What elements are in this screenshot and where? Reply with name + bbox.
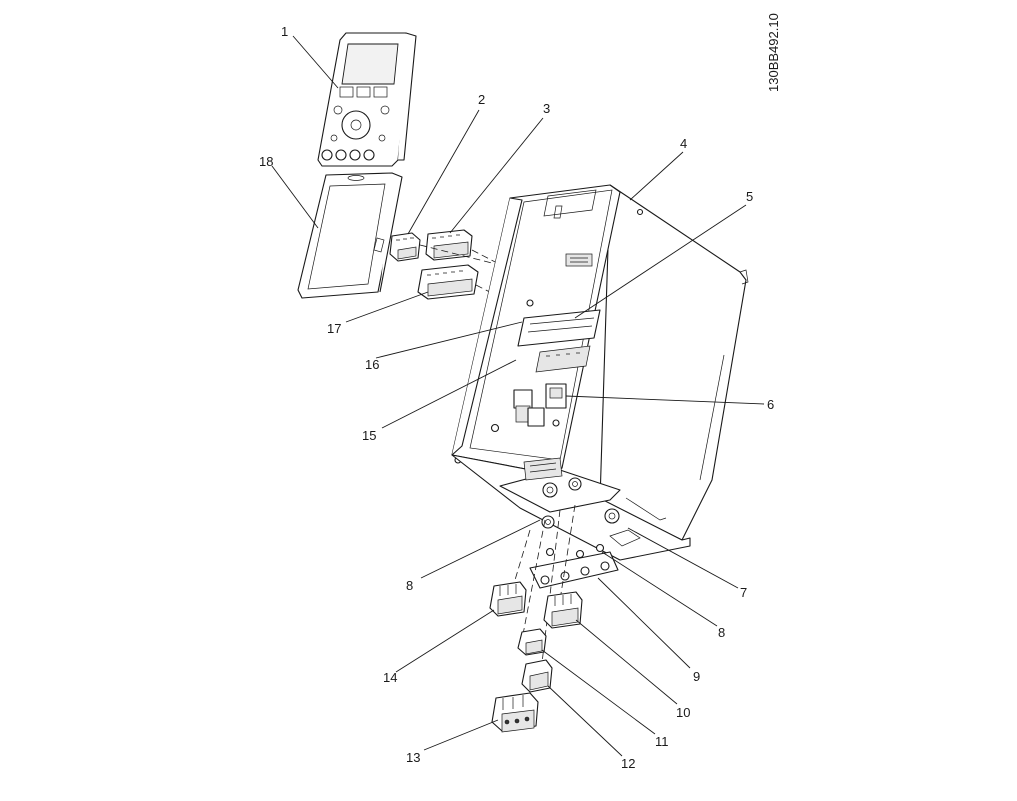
callout-2: 2 [478, 92, 485, 107]
callout-6: 6 [767, 397, 774, 412]
bottom-bracket [451, 454, 691, 589]
callout-13: 13 [406, 750, 420, 765]
relay-plug-10 [543, 591, 583, 629]
leader-line-3 [449, 117, 544, 234]
plug-11 [517, 628, 547, 656]
terminal-plug-17 [417, 264, 479, 300]
drawing-id: 130BB492.10 [766, 13, 781, 92]
leader-line-12 [547, 685, 623, 757]
leader-line-18 [271, 165, 319, 229]
leader-line-10 [575, 619, 678, 705]
callout-8-left: 8 [406, 578, 413, 593]
callout-17: 17 [327, 321, 341, 336]
leader-line-17 [345, 291, 429, 323]
leader-line-8a [420, 519, 541, 579]
leader-line-6 [565, 395, 765, 405]
leader-line-1 [292, 35, 339, 89]
terminal-plug-3 [425, 229, 473, 261]
leader-line-11 [541, 649, 656, 735]
callout-16: 16 [365, 357, 379, 372]
callout-8-right: 8 [718, 625, 725, 640]
callout-11: 11 [655, 734, 669, 749]
terminal-plug-2 [389, 232, 421, 262]
leader-line-9 [597, 577, 691, 669]
callout-7: 7 [740, 585, 747, 600]
panel-cover [297, 172, 403, 299]
leader-line-16 [375, 321, 523, 359]
callout-14: 14 [383, 670, 397, 685]
callout-1: 1 [281, 24, 288, 39]
leader-line-8b [601, 551, 718, 627]
leader-line-15 [381, 359, 517, 429]
callout-3: 3 [543, 101, 550, 116]
local-control-panel [317, 32, 417, 167]
leader-line-2 [407, 109, 480, 235]
assembly-line [559, 504, 576, 601]
callout-9: 9 [693, 669, 700, 684]
callout-5: 5 [746, 189, 753, 204]
callout-15: 15 [362, 428, 376, 443]
assembly-line [519, 519, 546, 651]
leader-line-14 [395, 609, 495, 673]
callout-4: 4 [680, 136, 687, 151]
assembly-line [419, 244, 501, 266]
assembly-line [539, 509, 561, 681]
callout-12: 12 [621, 756, 635, 771]
motor-plug-13 [491, 692, 539, 733]
mains-plug-14 [489, 581, 527, 617]
leader-line-7 [627, 527, 739, 589]
assembly-line [511, 529, 531, 591]
leader-line-5 [574, 204, 747, 319]
leader-line-4 [629, 151, 684, 201]
callout-18: 18 [259, 154, 273, 169]
plug-12 [521, 659, 553, 693]
callout-10: 10 [676, 705, 690, 720]
leader-line-13 [423, 719, 499, 751]
